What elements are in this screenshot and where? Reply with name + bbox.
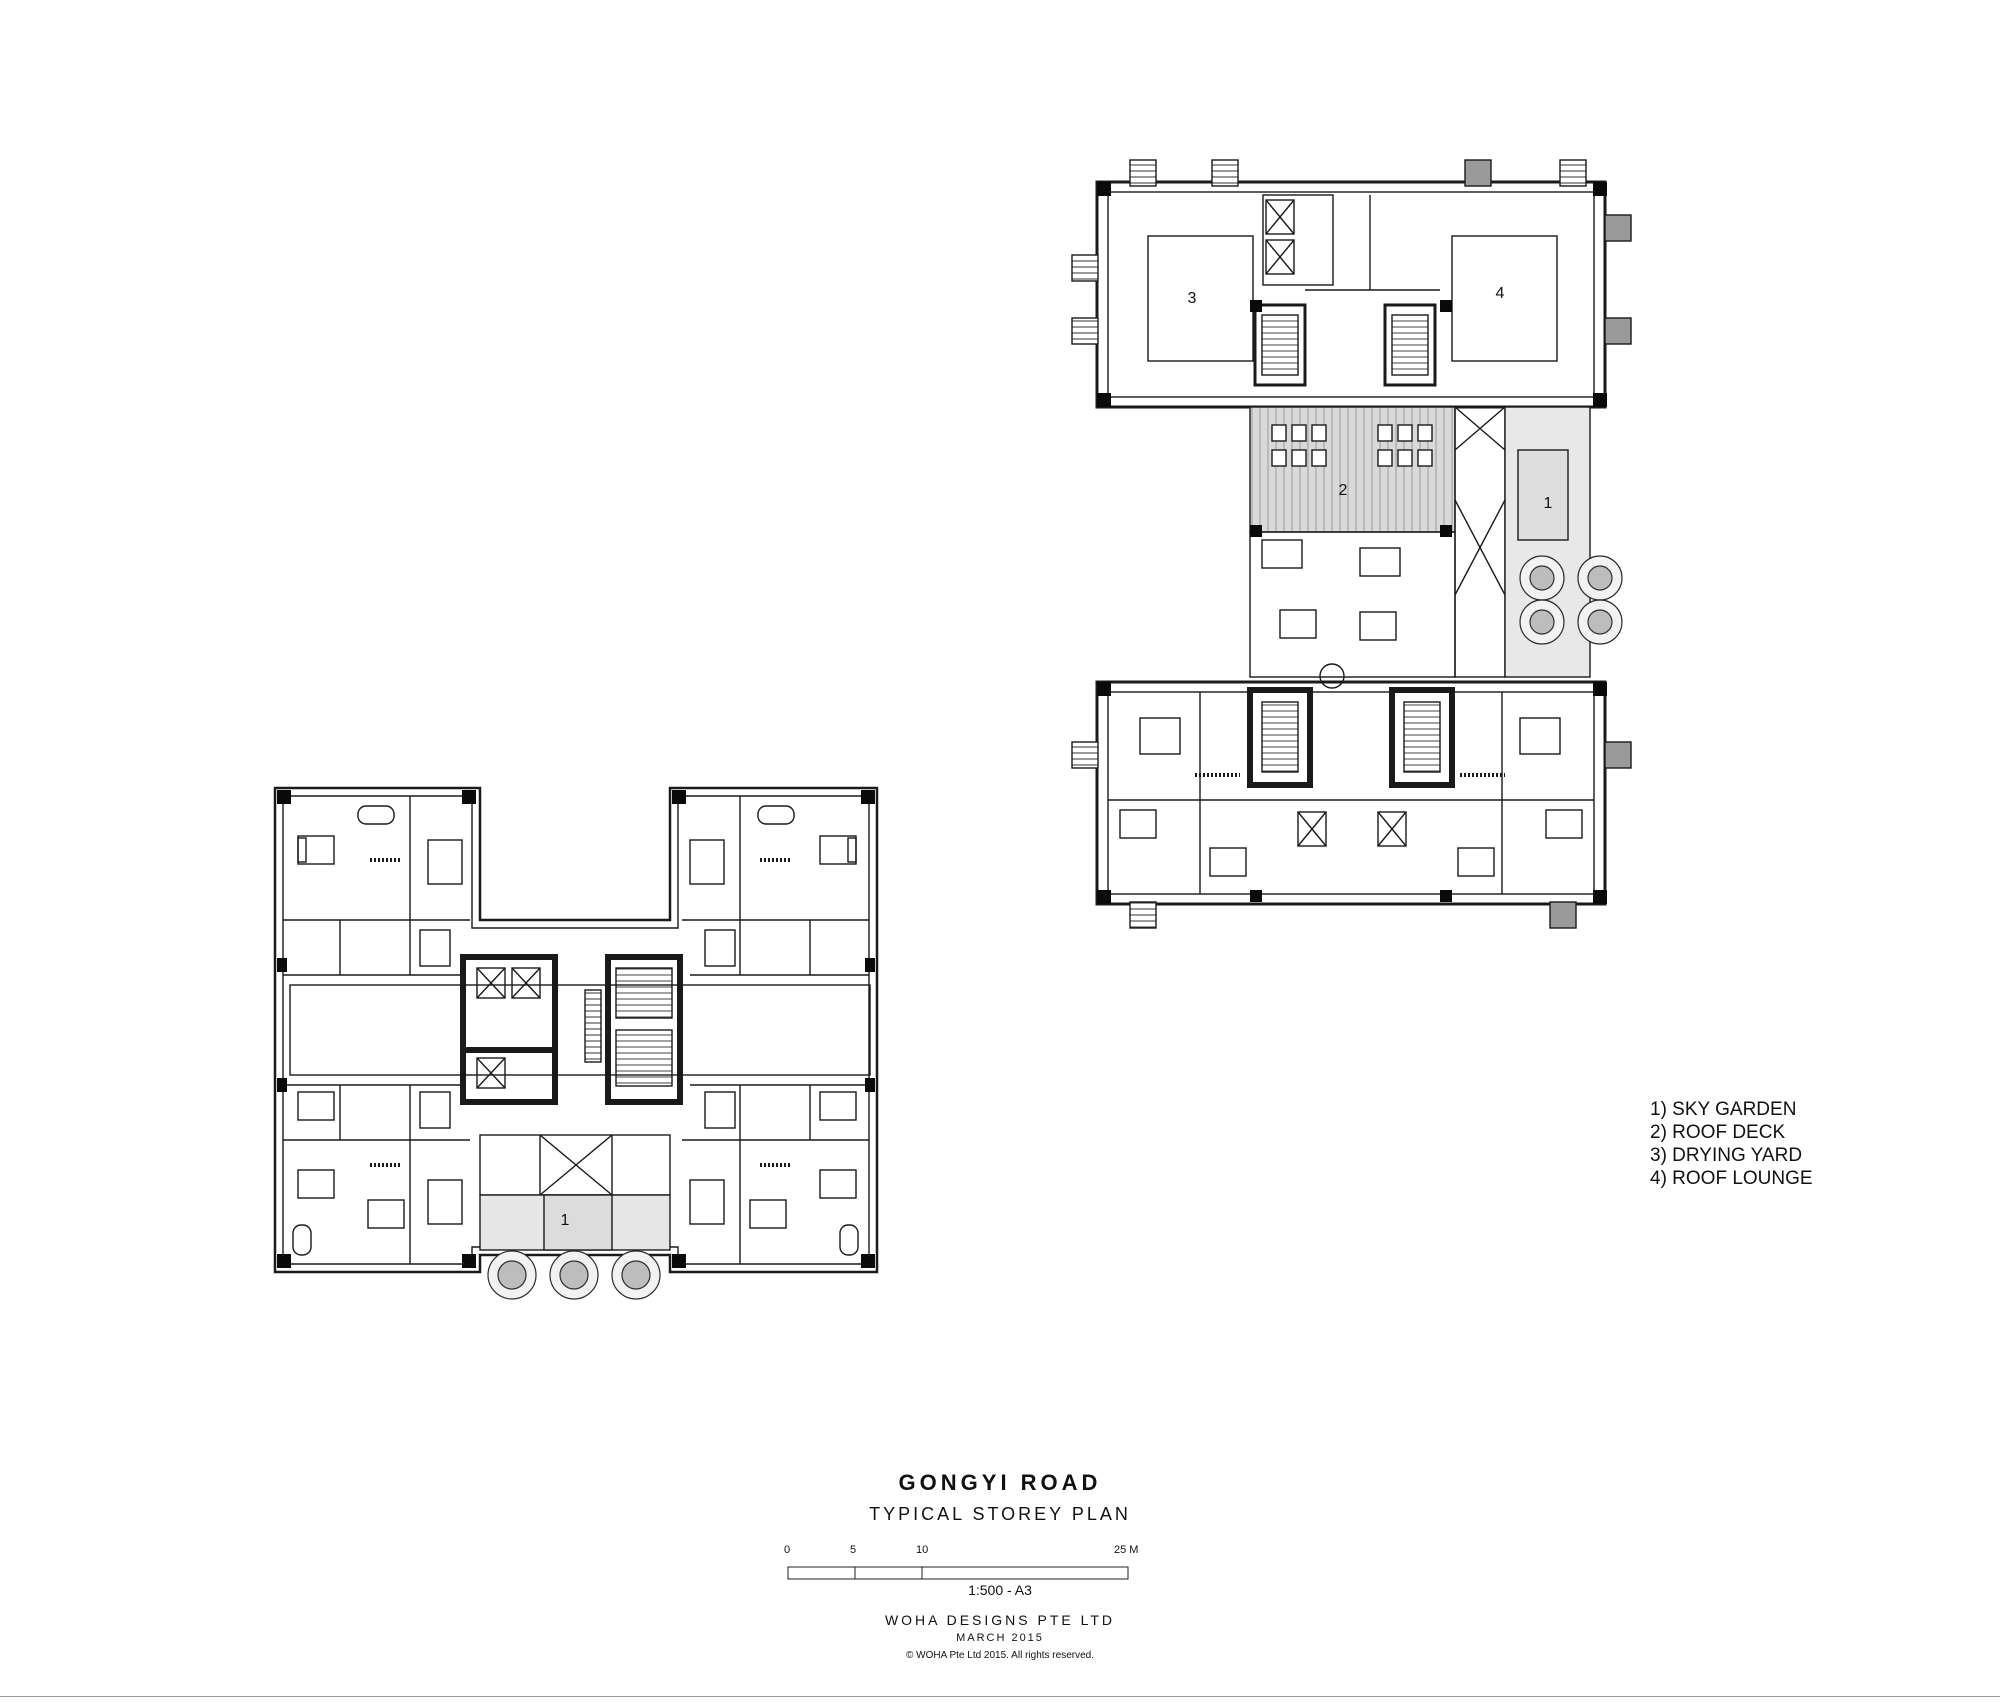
- scale-tick-10: 10: [916, 1544, 928, 1556]
- page-bottom-rule: [0, 1696, 2000, 1697]
- label-drying-yard: 3: [1188, 290, 1197, 307]
- lower-block: [1095, 680, 1607, 906]
- legend: 1) SKY GARDEN 2) ROOF DECK 3) DRYING YAR…: [1650, 1098, 1813, 1190]
- scale-bar: 0 5 10 25 M: [784, 1544, 1138, 1580]
- project-title: GONGYI ROAD: [898, 1470, 1102, 1495]
- roof-lounge-area: [1451, 235, 1558, 362]
- label-sky-garden-left: 1: [561, 1212, 570, 1229]
- label-roof-lounge: 4: [1496, 285, 1505, 302]
- legend-item-sky-garden: 1) SKY GARDEN: [1650, 1099, 1797, 1120]
- scale-tick-5: 5: [850, 1544, 856, 1556]
- typical-storey-plan-left: [273, 786, 879, 1300]
- drawing-date: MARCH 2015: [956, 1632, 1044, 1644]
- label-sky-garden-right: 1: [1544, 495, 1553, 512]
- scale-ratio: 1:500 - A3: [968, 1582, 1032, 1598]
- label-roof-deck: 2: [1339, 482, 1348, 499]
- top-block: [1095, 180, 1607, 409]
- legend-item-roof-deck: 2) ROOF DECK: [1650, 1122, 1786, 1143]
- drying-yard-area: [1147, 235, 1254, 362]
- copyright-notice: © WOHA Pte Ltd 2015. All rights reserved…: [905, 1650, 1094, 1661]
- stair-core-center: [605, 954, 683, 1105]
- trees-right: [1519, 555, 1623, 645]
- lift-core-left-lower: [460, 1047, 558, 1105]
- roof-plan-right: [1071, 159, 1632, 929]
- sheet-title: TYPICAL STOREY PLAN: [869, 1504, 1131, 1524]
- building-outline: [273, 786, 879, 1274]
- firm-name: WOHA DESIGNS PTE LTD: [884, 1612, 1116, 1628]
- trees-left: [487, 1250, 661, 1300]
- legend-item-roof-lounge: 4) ROOF LOUNGE: [1650, 1168, 1813, 1189]
- central-corridor: [289, 984, 871, 1076]
- scale-tick-25: 25 M: [1114, 1544, 1138, 1556]
- scale-tick-0: 0: [784, 1544, 790, 1556]
- legend-item-drying-yard: 3) DRYING YARD: [1650, 1145, 1803, 1166]
